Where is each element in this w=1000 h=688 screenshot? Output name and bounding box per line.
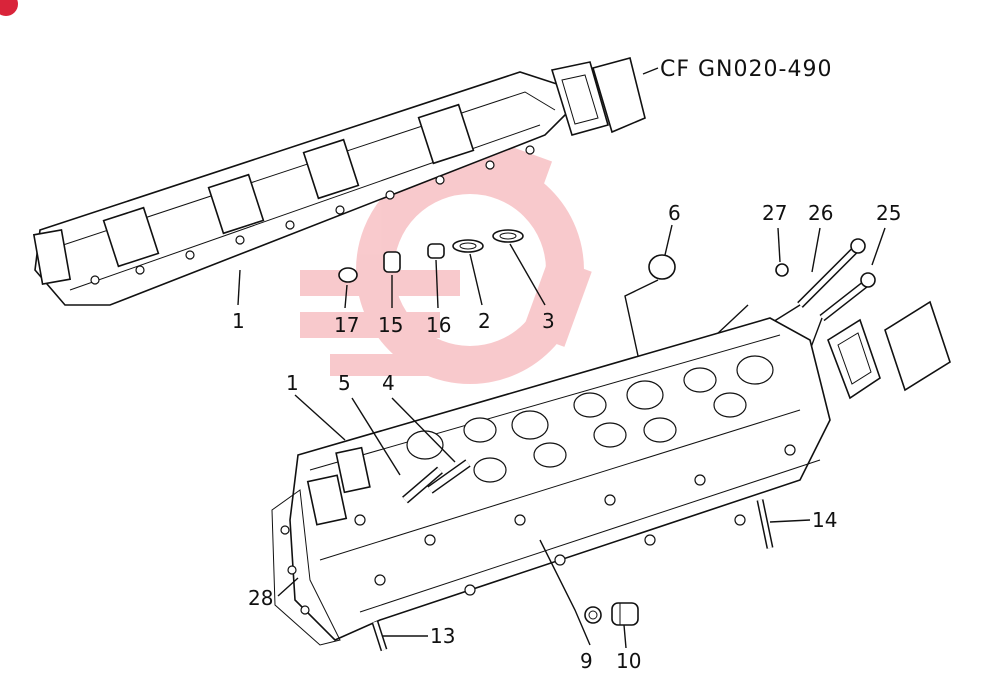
gasket-ring-3: [492, 229, 524, 243]
washer-9: [584, 606, 602, 624]
lower-head-ports: [406, 355, 774, 483]
bolt-26: [797, 238, 866, 308]
callout-14: 14: [812, 508, 837, 532]
gasket-ring-2: [452, 239, 484, 253]
lower-head-bolt-holes: [280, 444, 796, 615]
callout-15: 15: [378, 313, 403, 337]
side-gasket: [827, 318, 881, 400]
callout-5: 5: [338, 371, 351, 395]
corner-badge-icon: [0, 0, 18, 16]
stud-14: [756, 499, 774, 549]
upper-cylinder-head: [32, 71, 571, 306]
part-6-cap: [648, 254, 676, 280]
upper-cover-plate: [591, 57, 646, 134]
callout-2: 2: [478, 309, 491, 333]
stud-13: [371, 620, 388, 652]
callout-1-bottom: 1: [286, 371, 299, 395]
upper-cover-gasket: [550, 61, 609, 136]
callout-27: 27: [762, 201, 787, 225]
callout-25: 25: [876, 201, 901, 225]
lower-cylinder-head: [271, 317, 831, 646]
bolt-27: [746, 263, 789, 307]
side-cover-plate: [884, 300, 951, 392]
callout-10: 10: [616, 649, 641, 673]
callout-3: 3: [542, 309, 555, 333]
plug-15: [383, 251, 401, 273]
callout-16: 16: [426, 313, 451, 337]
callout-28: 28: [248, 586, 273, 610]
gear-logo-watermark: [300, 134, 592, 384]
callout-13: 13: [430, 624, 455, 648]
plug-10: [611, 602, 639, 626]
callout-26: 26: [808, 201, 833, 225]
callout-1-top: 1: [232, 309, 245, 333]
valve-guide-4: [427, 459, 471, 494]
callout-6: 6: [668, 201, 681, 225]
valve-guide-5: [402, 466, 443, 504]
reference-code: CF GN020-490: [660, 57, 832, 82]
plug-16: [427, 243, 445, 259]
upper-head-bolt-holes: [90, 145, 535, 285]
callout-9: 9: [580, 649, 593, 673]
plug-17: [338, 267, 358, 283]
callout-17: 17: [334, 313, 359, 337]
bolt-25: [819, 272, 876, 322]
callout-4: 4: [382, 371, 395, 395]
